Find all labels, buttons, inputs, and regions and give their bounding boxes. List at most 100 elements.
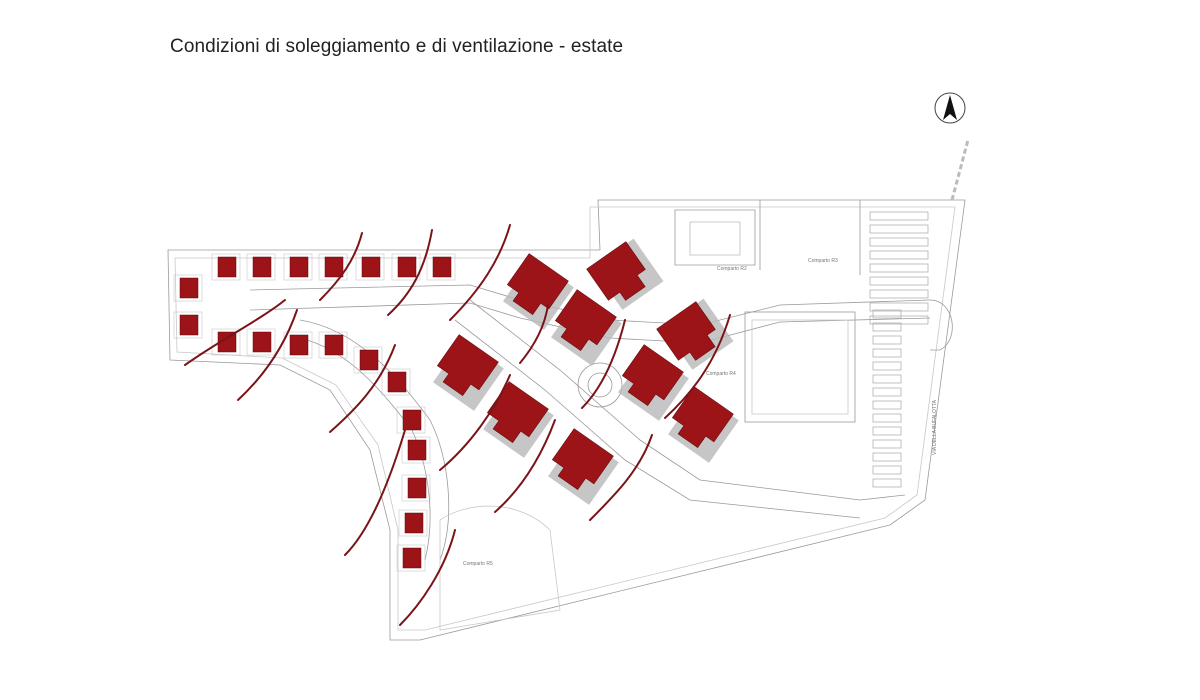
building	[554, 289, 617, 352]
building-shadows	[173, 238, 739, 572]
label-street: VIA DELLA BUFALOTTA	[932, 399, 938, 455]
house	[387, 371, 407, 393]
wind-line	[581, 319, 626, 409]
building	[656, 301, 716, 361]
building-top-detail	[689, 221, 741, 256]
wind-line	[329, 344, 396, 433]
road-entrance	[950, 139, 970, 201]
parking-stall	[869, 289, 929, 299]
house-plot	[396, 544, 426, 572]
parking-stall	[872, 309, 902, 319]
wind-line	[519, 304, 549, 364]
label-comparto-r5: Comparto R5	[463, 561, 493, 567]
house	[407, 477, 427, 499]
parking-stall	[872, 439, 902, 449]
wind-line	[184, 299, 286, 366]
house	[404, 512, 424, 534]
house-plot	[211, 328, 241, 356]
house-plot	[355, 253, 385, 281]
parking-stall	[872, 348, 902, 358]
page-title: Condizioni di soleggiamento e di ventila…	[170, 36, 624, 57]
parking-stall	[872, 478, 902, 488]
house	[217, 331, 237, 353]
sports-field	[744, 311, 856, 423]
label-comparto-r2: Comparto R2	[717, 266, 747, 272]
house	[252, 331, 272, 353]
parking-stall	[872, 465, 902, 475]
road-curve	[299, 319, 450, 561]
north-arrow-icon	[934, 92, 966, 124]
road-diagonal	[469, 299, 906, 501]
parking-stall	[872, 361, 902, 371]
park-area	[439, 505, 561, 631]
house	[361, 256, 381, 278]
house	[289, 256, 309, 278]
parking-stall	[869, 211, 929, 221]
parking-stall	[869, 315, 929, 325]
house-plot	[173, 311, 203, 339]
parking-stalls	[869, 211, 929, 488]
house	[402, 409, 422, 431]
house	[432, 256, 452, 278]
parking-stall	[869, 237, 929, 247]
wind-line	[399, 529, 456, 626]
house-plot	[398, 509, 428, 537]
house-plot	[246, 328, 276, 356]
site-linework	[167, 139, 970, 641]
parking-stall	[869, 224, 929, 234]
wind-line	[319, 232, 363, 301]
parking-stall	[869, 276, 929, 286]
wind-line	[439, 374, 511, 471]
building	[671, 386, 734, 449]
parking-stall	[872, 387, 902, 397]
parking-stall	[872, 374, 902, 384]
parking-stall	[872, 452, 902, 462]
road-diagonal-b	[454, 319, 861, 519]
site-boundary-inner	[174, 206, 956, 631]
ventilation-lines	[184, 224, 731, 626]
parking-stall	[872, 413, 902, 423]
house	[324, 256, 344, 278]
house	[252, 256, 272, 278]
parking-stall	[872, 426, 902, 436]
house	[402, 547, 422, 569]
house	[179, 314, 199, 336]
parking-stall	[872, 400, 902, 410]
house-plot	[246, 253, 276, 281]
parking-stall	[869, 302, 929, 312]
house	[407, 439, 427, 461]
building	[586, 241, 646, 301]
house	[324, 334, 344, 356]
house-plot	[283, 331, 313, 359]
wind-line	[449, 224, 511, 321]
wind-line	[237, 309, 298, 401]
wind-line	[494, 419, 556, 513]
road-east	[929, 299, 953, 351]
roundabout-inner	[587, 372, 613, 398]
wind-line	[589, 434, 653, 521]
parking-stall	[872, 335, 902, 345]
building	[506, 253, 569, 316]
label-comparto-r4: Comparto R4	[706, 371, 736, 377]
house	[217, 256, 237, 278]
parking-stall	[869, 263, 929, 273]
house-plot	[381, 368, 411, 396]
house-plot	[318, 331, 348, 359]
roundabout	[577, 362, 623, 408]
house-plot	[283, 253, 313, 281]
building-top-outline	[674, 209, 756, 266]
house-plot	[353, 346, 383, 374]
house-plot	[401, 474, 431, 502]
house	[397, 256, 417, 278]
house-plot	[426, 253, 456, 281]
wind-line	[664, 314, 731, 419]
house	[359, 349, 379, 371]
building	[436, 334, 499, 397]
building	[551, 428, 614, 491]
house-plot	[396, 406, 426, 434]
wind-line	[344, 429, 406, 556]
sports-field-inner	[751, 319, 849, 415]
parking-stall	[869, 250, 929, 260]
house-plot	[173, 274, 203, 302]
